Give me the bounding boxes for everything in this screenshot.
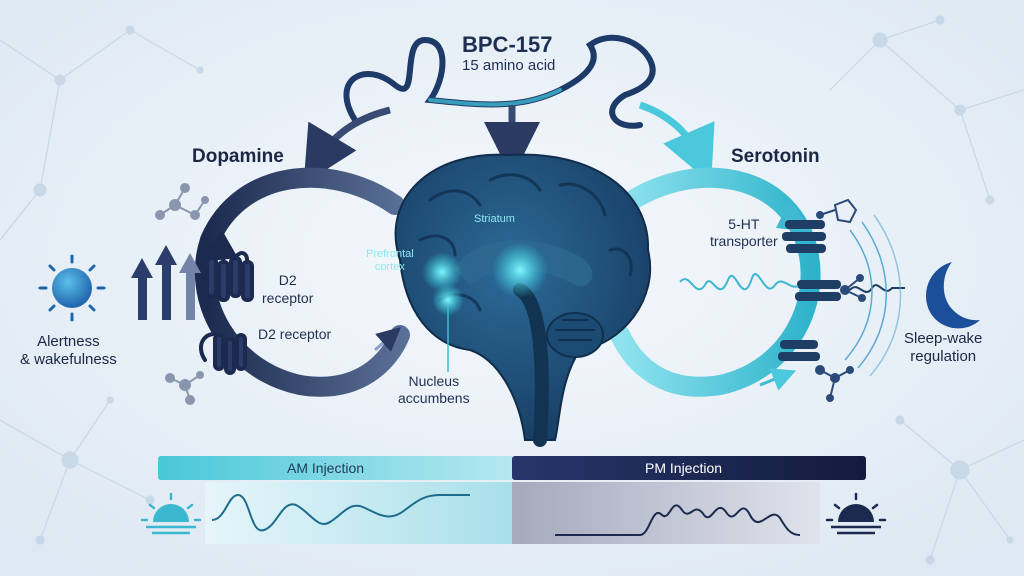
5ht-transporter-label: 5-HT transporter xyxy=(710,216,778,249)
peptide-chain-highlight xyxy=(428,88,562,107)
5ht-transporter-middle-icon xyxy=(795,280,841,301)
neuron-network-decoration xyxy=(0,15,1024,565)
molecule-icon-right xyxy=(815,198,866,402)
d2-receptor-label-upper: D2 receptor xyxy=(262,272,314,306)
arrow-to-serotonin xyxy=(638,101,715,184)
d2-receptor-label-lower: D2 receptor xyxy=(258,326,332,342)
d2-receptor-lower-icon xyxy=(199,332,247,375)
sleep-wake-label: Sleep-wake regulation xyxy=(904,330,983,365)
molecule-icon-lower-left xyxy=(165,371,204,405)
serotonin-title: Serotonin xyxy=(731,146,820,167)
striatum-glow xyxy=(492,242,548,298)
am-panel xyxy=(205,482,512,544)
arrow-to-dopamine xyxy=(303,106,391,185)
peptide-name: BPC-157 xyxy=(462,32,553,57)
sunrise-icon xyxy=(140,492,202,535)
sun-icon xyxy=(38,254,106,322)
dopamine-loop-arrowhead xyxy=(200,230,238,262)
sunset-icon xyxy=(825,492,887,535)
pm-injection-bar xyxy=(512,456,866,480)
5ht-transporter-lower-icon xyxy=(778,340,820,361)
nucleus-glow xyxy=(432,284,464,316)
increase-arrows-icon xyxy=(131,245,201,320)
serotonin-wave xyxy=(679,273,799,291)
alertness-label: Alertness & wakefulness xyxy=(20,333,117,368)
serotonin-loop xyxy=(610,167,821,397)
pm-injection-label: PM Injection xyxy=(645,460,723,476)
peptide-subtitle: 15 amino acid xyxy=(462,57,556,74)
am-wave xyxy=(211,493,470,532)
brain-illustration xyxy=(394,153,652,447)
am-injection-label: AM Injection xyxy=(287,460,365,476)
dopamine-loop xyxy=(194,167,410,397)
d2-receptor-upper-icon xyxy=(205,251,254,302)
dopamine-title: Dopamine xyxy=(192,146,284,167)
am-injection-bar xyxy=(158,456,514,480)
molecule-icon-upper-left xyxy=(155,183,209,220)
serotonin-loop-return-arrow xyxy=(759,368,797,391)
striatum-label: Striatum xyxy=(474,213,515,225)
5ht-transporter-upper-icon xyxy=(782,220,826,253)
pm-panel xyxy=(512,482,820,544)
signal-arcs-decoration xyxy=(844,214,902,377)
prefrontal-cortex-label: Prefrontal cortex xyxy=(366,248,414,273)
nucleus-accumbens-label: Nucleus accumbens xyxy=(398,373,470,406)
pm-wave xyxy=(555,504,801,536)
moon-icon xyxy=(926,262,980,329)
prefrontal-glow xyxy=(422,252,462,292)
dopamine-loop-return-arrow xyxy=(374,327,401,352)
